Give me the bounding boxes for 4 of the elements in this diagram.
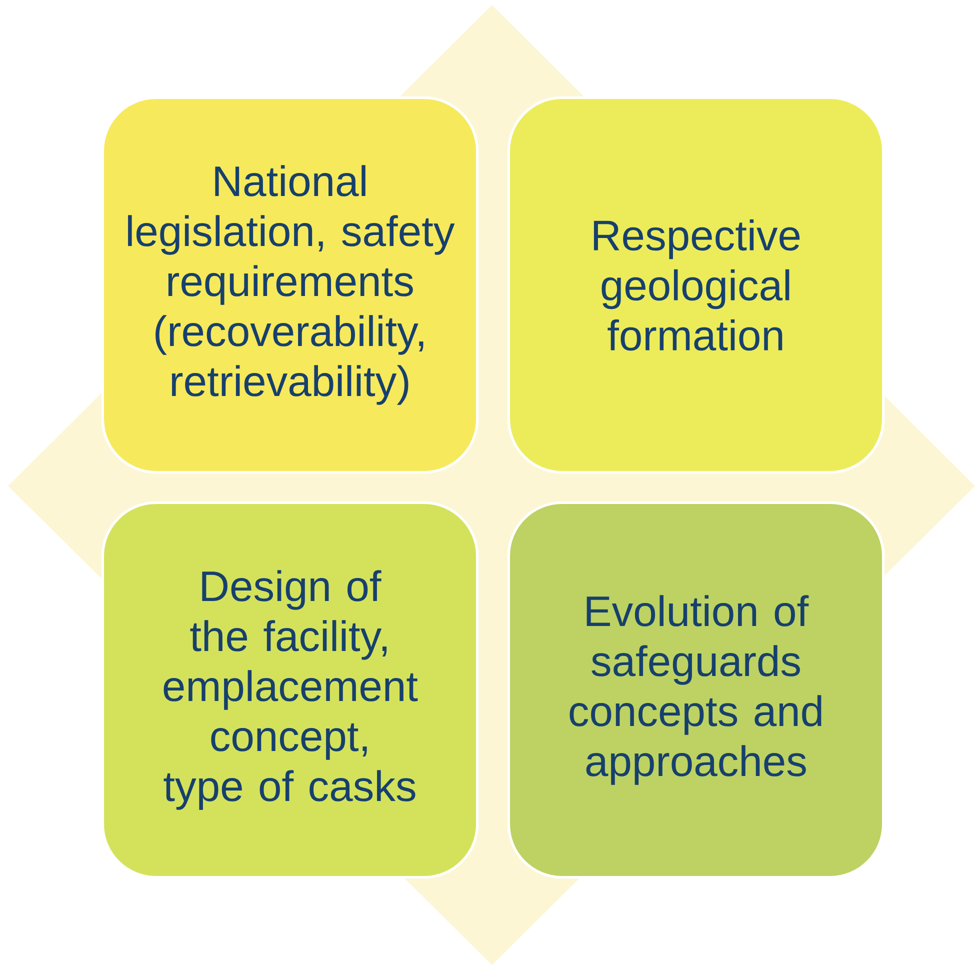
text-box: Respective geological formation (507, 96, 885, 474)
text-box: National legislation, safety requirements (recoverability, retrievability) (101, 96, 479, 474)
text-box: Evolution of safeguards concepts and approaches (507, 501, 885, 879)
text-box: Design of the facility, emplacement concept, type of casks (101, 501, 479, 879)
